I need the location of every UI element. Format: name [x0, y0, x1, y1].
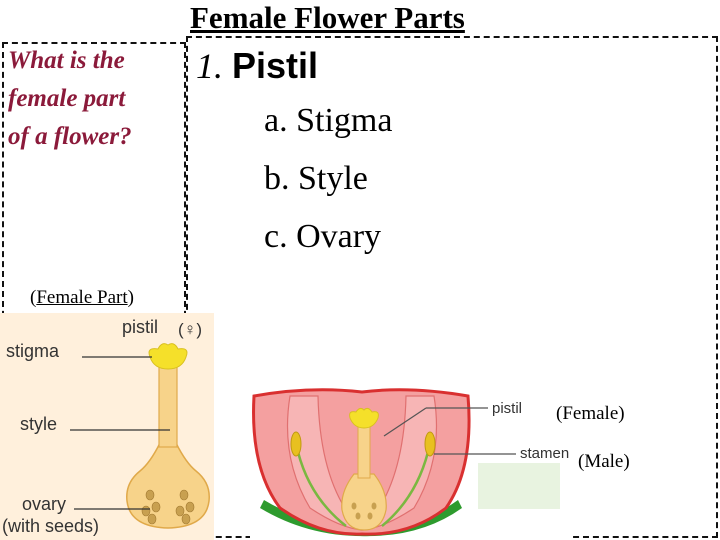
outline-item-pistil: 1. Pistil: [196, 40, 616, 92]
caption-text: Female Part: [36, 287, 128, 308]
flower-stigma-shape: [349, 407, 379, 429]
stamens-group: [296, 451, 430, 527]
parts-outline: 1. Pistil a. Stigma b. Style c. Ovary: [196, 40, 616, 266]
pistil-pointer-line: [383, 407, 427, 437]
question-line-2: female part: [8, 85, 126, 112]
ovary-label: ovary: [22, 494, 66, 514]
flower-ovary-shape: [341, 473, 387, 531]
slide-title: Female Flower Parts: [190, 0, 465, 35]
outline-item-label: Pistil: [232, 45, 319, 86]
male-side-label: (Male): [578, 451, 630, 472]
question-line-3: of a flower?: [8, 123, 132, 150]
stamen-anther-right: [424, 431, 436, 457]
seeds-group: [141, 489, 195, 525]
flower-diagram-tint: [478, 463, 560, 509]
flower-pistil-label: pistil: [492, 400, 522, 417]
style-label: style: [20, 414, 57, 434]
flower-stamen-label: stamen: [520, 445, 569, 462]
flower-cross-section-diagram: pistil stamen: [250, 388, 570, 538]
question-text: What is the female part of a flower?: [8, 42, 183, 156]
outline-subitem-ovary: c. Ovary: [264, 218, 382, 255]
with-seeds-label: (with seeds): [2, 516, 99, 536]
outline-subitem-stigma: a. Stigma: [264, 102, 393, 139]
caption-open-paren: (: [30, 287, 37, 308]
female-side-label: (Female): [556, 403, 625, 424]
stigma-label: stigma: [6, 341, 60, 361]
petal-inner-left: [286, 395, 364, 531]
pistil-diagram: pistil (♀) stigma style ovary (with seed…: [0, 313, 214, 540]
flower-style-shape: [357, 423, 371, 479]
style-shape: [158, 366, 178, 448]
pistil-header-label: pistil: [122, 317, 158, 337]
stigma-shape: [148, 343, 188, 370]
question-line-1: What is the: [8, 47, 125, 74]
female-symbol-label: (♀): [178, 320, 202, 339]
outline-item-number: 1.: [196, 46, 223, 86]
stamen-anther-left: [290, 431, 302, 457]
female-part-caption: (Female Part): [30, 287, 134, 309]
caption-close-paren: ): [127, 287, 134, 308]
flower-seeds-group: [351, 502, 377, 520]
outline-subitem-style: b. Style: [264, 160, 368, 197]
